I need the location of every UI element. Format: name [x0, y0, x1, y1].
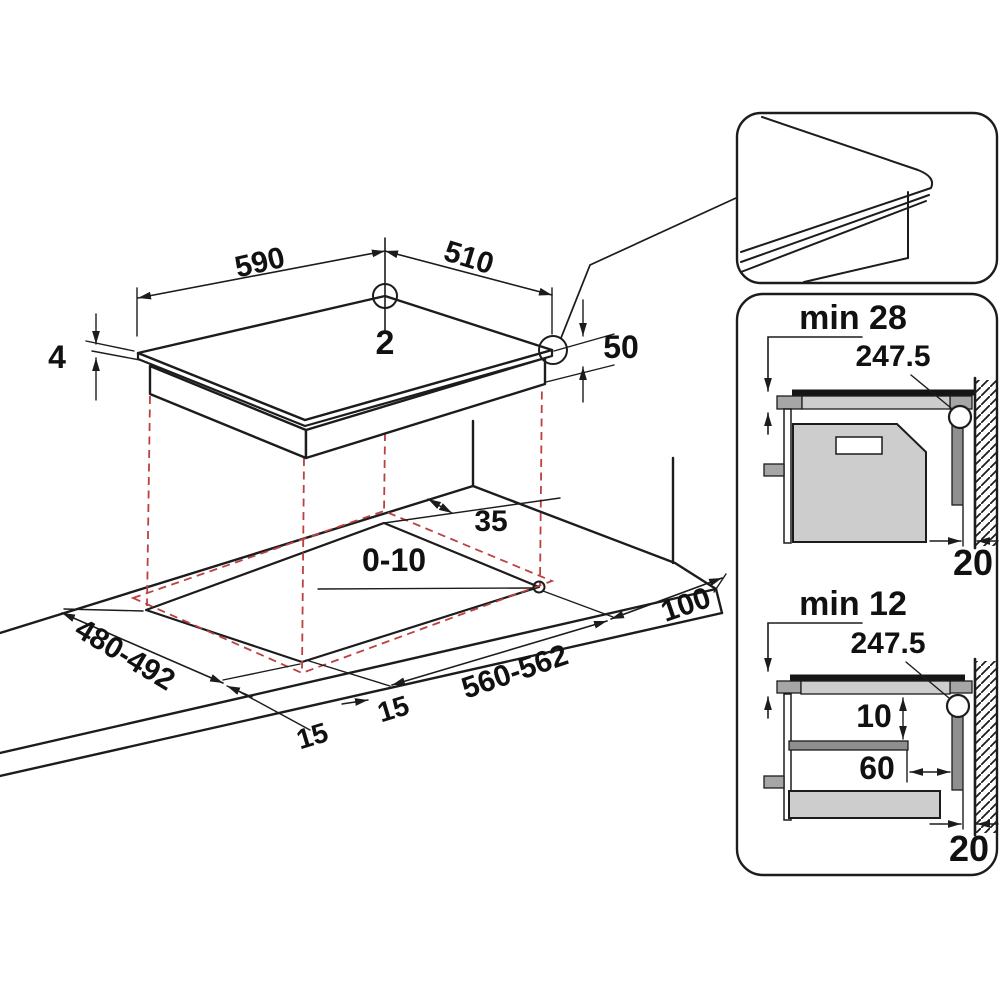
- dim-label-body-height: 50: [603, 329, 639, 365]
- dim-label-cable-2: 247.5: [850, 627, 925, 660]
- cabinet-side-panel-2: [783, 693, 792, 821]
- cabinet-rail: [763, 463, 785, 477]
- hob-glass-top: [136, 294, 554, 422]
- dim-label-overhang-right: 15: [374, 690, 413, 729]
- dim-label-center-offset: 2: [376, 324, 395, 362]
- hob-isometric: [136, 197, 737, 460]
- hob-footprint-dashed: [130, 510, 555, 674]
- dim-100: 100: [610, 573, 727, 629]
- dim-label-cable-1: 247.5: [855, 340, 930, 373]
- drawer-front: [788, 790, 941, 819]
- hob-glass-section-2: [790, 674, 965, 681]
- dim-label-hob-depth: 510: [440, 235, 498, 281]
- worktop-left-section-2: [776, 680, 802, 694]
- worktop-right-back-edge: [471, 484, 718, 591]
- dim-label-wall-gap-1: 20: [953, 542, 993, 583]
- worktop-left-section: [776, 395, 803, 410]
- projection-line-front: [301, 457, 305, 672]
- shelf-section: min 12 247.5 10 60 20: [763, 585, 999, 869]
- hob-body-right-face: [304, 356, 547, 460]
- worktop-back-edge: [0, 484, 475, 635]
- wall-hatching-2: [976, 661, 996, 833]
- dim-2-center: 2: [376, 237, 395, 362]
- dim-label-corner-radius: 0-10: [362, 542, 426, 578]
- dim-label-hob-width: 590: [232, 241, 288, 284]
- hob-glass-section: [792, 389, 975, 396]
- hob-body-section: [801, 395, 951, 410]
- dim-label-worktop-min-12: min 12: [799, 585, 907, 623]
- projection-line-right: [539, 377, 543, 586]
- dim-label-glass-thickness: 4: [48, 339, 66, 375]
- rear-spacer-bar: [951, 423, 964, 506]
- dim-label-shelf-setback: 60: [859, 750, 895, 786]
- cabinet-rail-2: [763, 775, 785, 789]
- worktop-front-edge-top: [0, 587, 718, 755]
- dim-4-glass: 4: [48, 313, 141, 401]
- worktop-right-end-face: [714, 587, 724, 615]
- dim-0-10: 0-10: [317, 542, 546, 594]
- cutout-solid-outline: [144, 521, 541, 664]
- shelf-board: [788, 740, 909, 751]
- detail-glass-edge: [740, 116, 934, 253]
- dim-50-body: 50: [545, 299, 639, 403]
- worktop-right-section-2: [949, 680, 973, 694]
- corner-detail-panel: [735, 111, 999, 285]
- dim-35: 35: [383, 497, 561, 538]
- dim-label-cutout-depth: 480-492: [69, 612, 180, 697]
- oven-vent: [835, 436, 883, 455]
- hob-body-section-2: [800, 680, 951, 695]
- sections-panel-border: [735, 292, 999, 877]
- mains-terminal-circle-2: [945, 693, 971, 719]
- corner-callout-circle: [538, 335, 568, 365]
- cabinet-side-panel: [783, 408, 792, 544]
- sections-panel: min 28 247.5 20 min 12: [735, 292, 999, 877]
- detail-glass-underside: [740, 194, 930, 263]
- corner-radius-circle: [532, 580, 546, 594]
- oven-section: min 28 247.5 20: [763, 299, 999, 583]
- dim-label-overhang-left: 15: [293, 717, 332, 756]
- detail-worktop-edge: [740, 200, 927, 273]
- dim-label-wall-gap-2: 20: [949, 828, 989, 869]
- corner-detail-border: [735, 111, 999, 285]
- detail-leader-line: [560, 197, 737, 339]
- rear-spacer-bar-2: [951, 710, 964, 791]
- dim-label-right-clearance: 100: [657, 581, 715, 629]
- wall-hatching: [976, 380, 996, 546]
- dim-label-shelf-gap: 10: [856, 698, 892, 734]
- dim-label-rear-clearance: 35: [474, 505, 507, 538]
- mains-terminal-circle: [947, 404, 973, 430]
- projection-line-left: [146, 395, 151, 607]
- dim-label-worktop-min-28: min 28: [799, 299, 907, 337]
- oven-body: [792, 423, 927, 543]
- projection-line-center: [383, 432, 386, 514]
- detail-cabinet-bottom: [803, 257, 909, 283]
